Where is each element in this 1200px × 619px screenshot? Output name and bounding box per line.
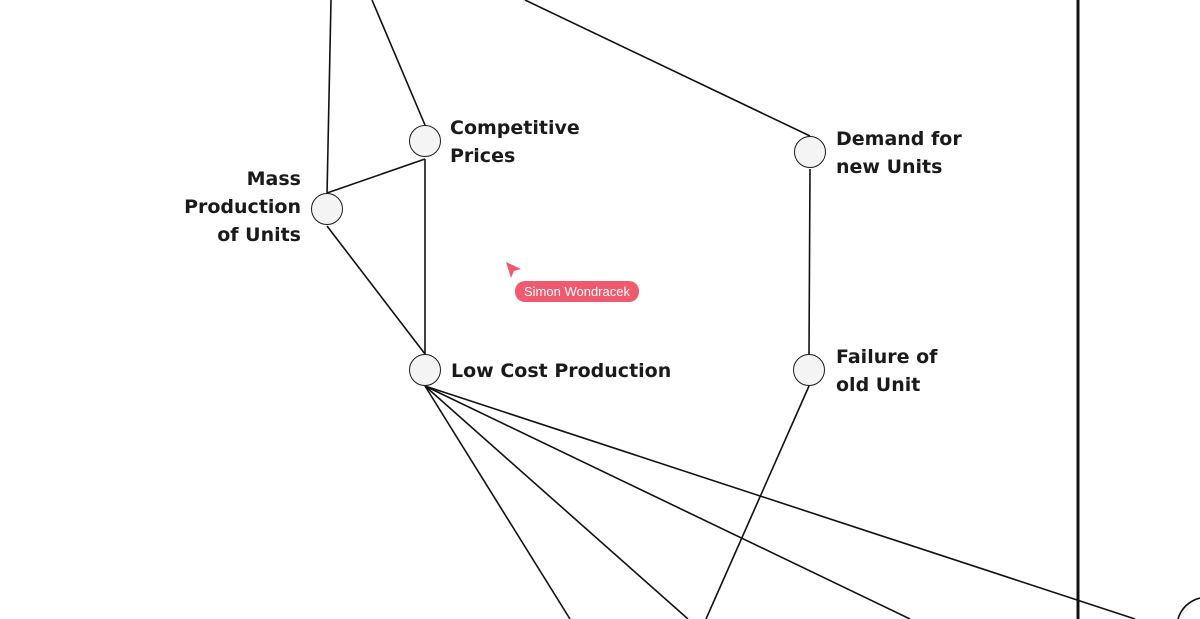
node-mass-production[interactable] [311, 193, 343, 225]
collaborator-name-tag: Simon Wondracek [515, 281, 639, 302]
collaborator-cursor-icon [506, 262, 521, 278]
edge-lowcost-down-3 [424, 385, 911, 619]
edge-competitive-up [371, 0, 426, 126]
label-low-cost-production[interactable]: Low Cost Production [451, 360, 672, 382]
label-demand-new-units[interactable]: Demand for new Units [836, 128, 962, 178]
edge-failure-down [705, 385, 810, 619]
node-competitive-prices[interactable] [409, 125, 441, 157]
edge-demand-up [524, 0, 811, 137]
label-mass-production[interactable]: Mass Production of Units [184, 168, 301, 246]
edge-demand-failure [808, 168, 811, 355]
label-failure-old-unit[interactable]: Failure of old Unit [836, 346, 938, 396]
label-competitive-prices[interactable]: Competitive Prices [450, 117, 580, 167]
edge-mass-competitive [326, 158, 426, 194]
edge-lowcost-down-1 [424, 385, 571, 619]
edge-lowcost-down-2 [424, 385, 689, 619]
edge-lowcost-down-4 [424, 385, 1136, 619]
node-low-cost-production[interactable] [409, 354, 441, 386]
edge-mass-production-up [326, 0, 332, 196]
node-failure-old-unit[interactable] [793, 354, 825, 386]
node-demand-new-units[interactable] [794, 136, 826, 168]
edge-mass-lowcost [326, 225, 426, 355]
partial-node-offscreen [1177, 597, 1200, 619]
